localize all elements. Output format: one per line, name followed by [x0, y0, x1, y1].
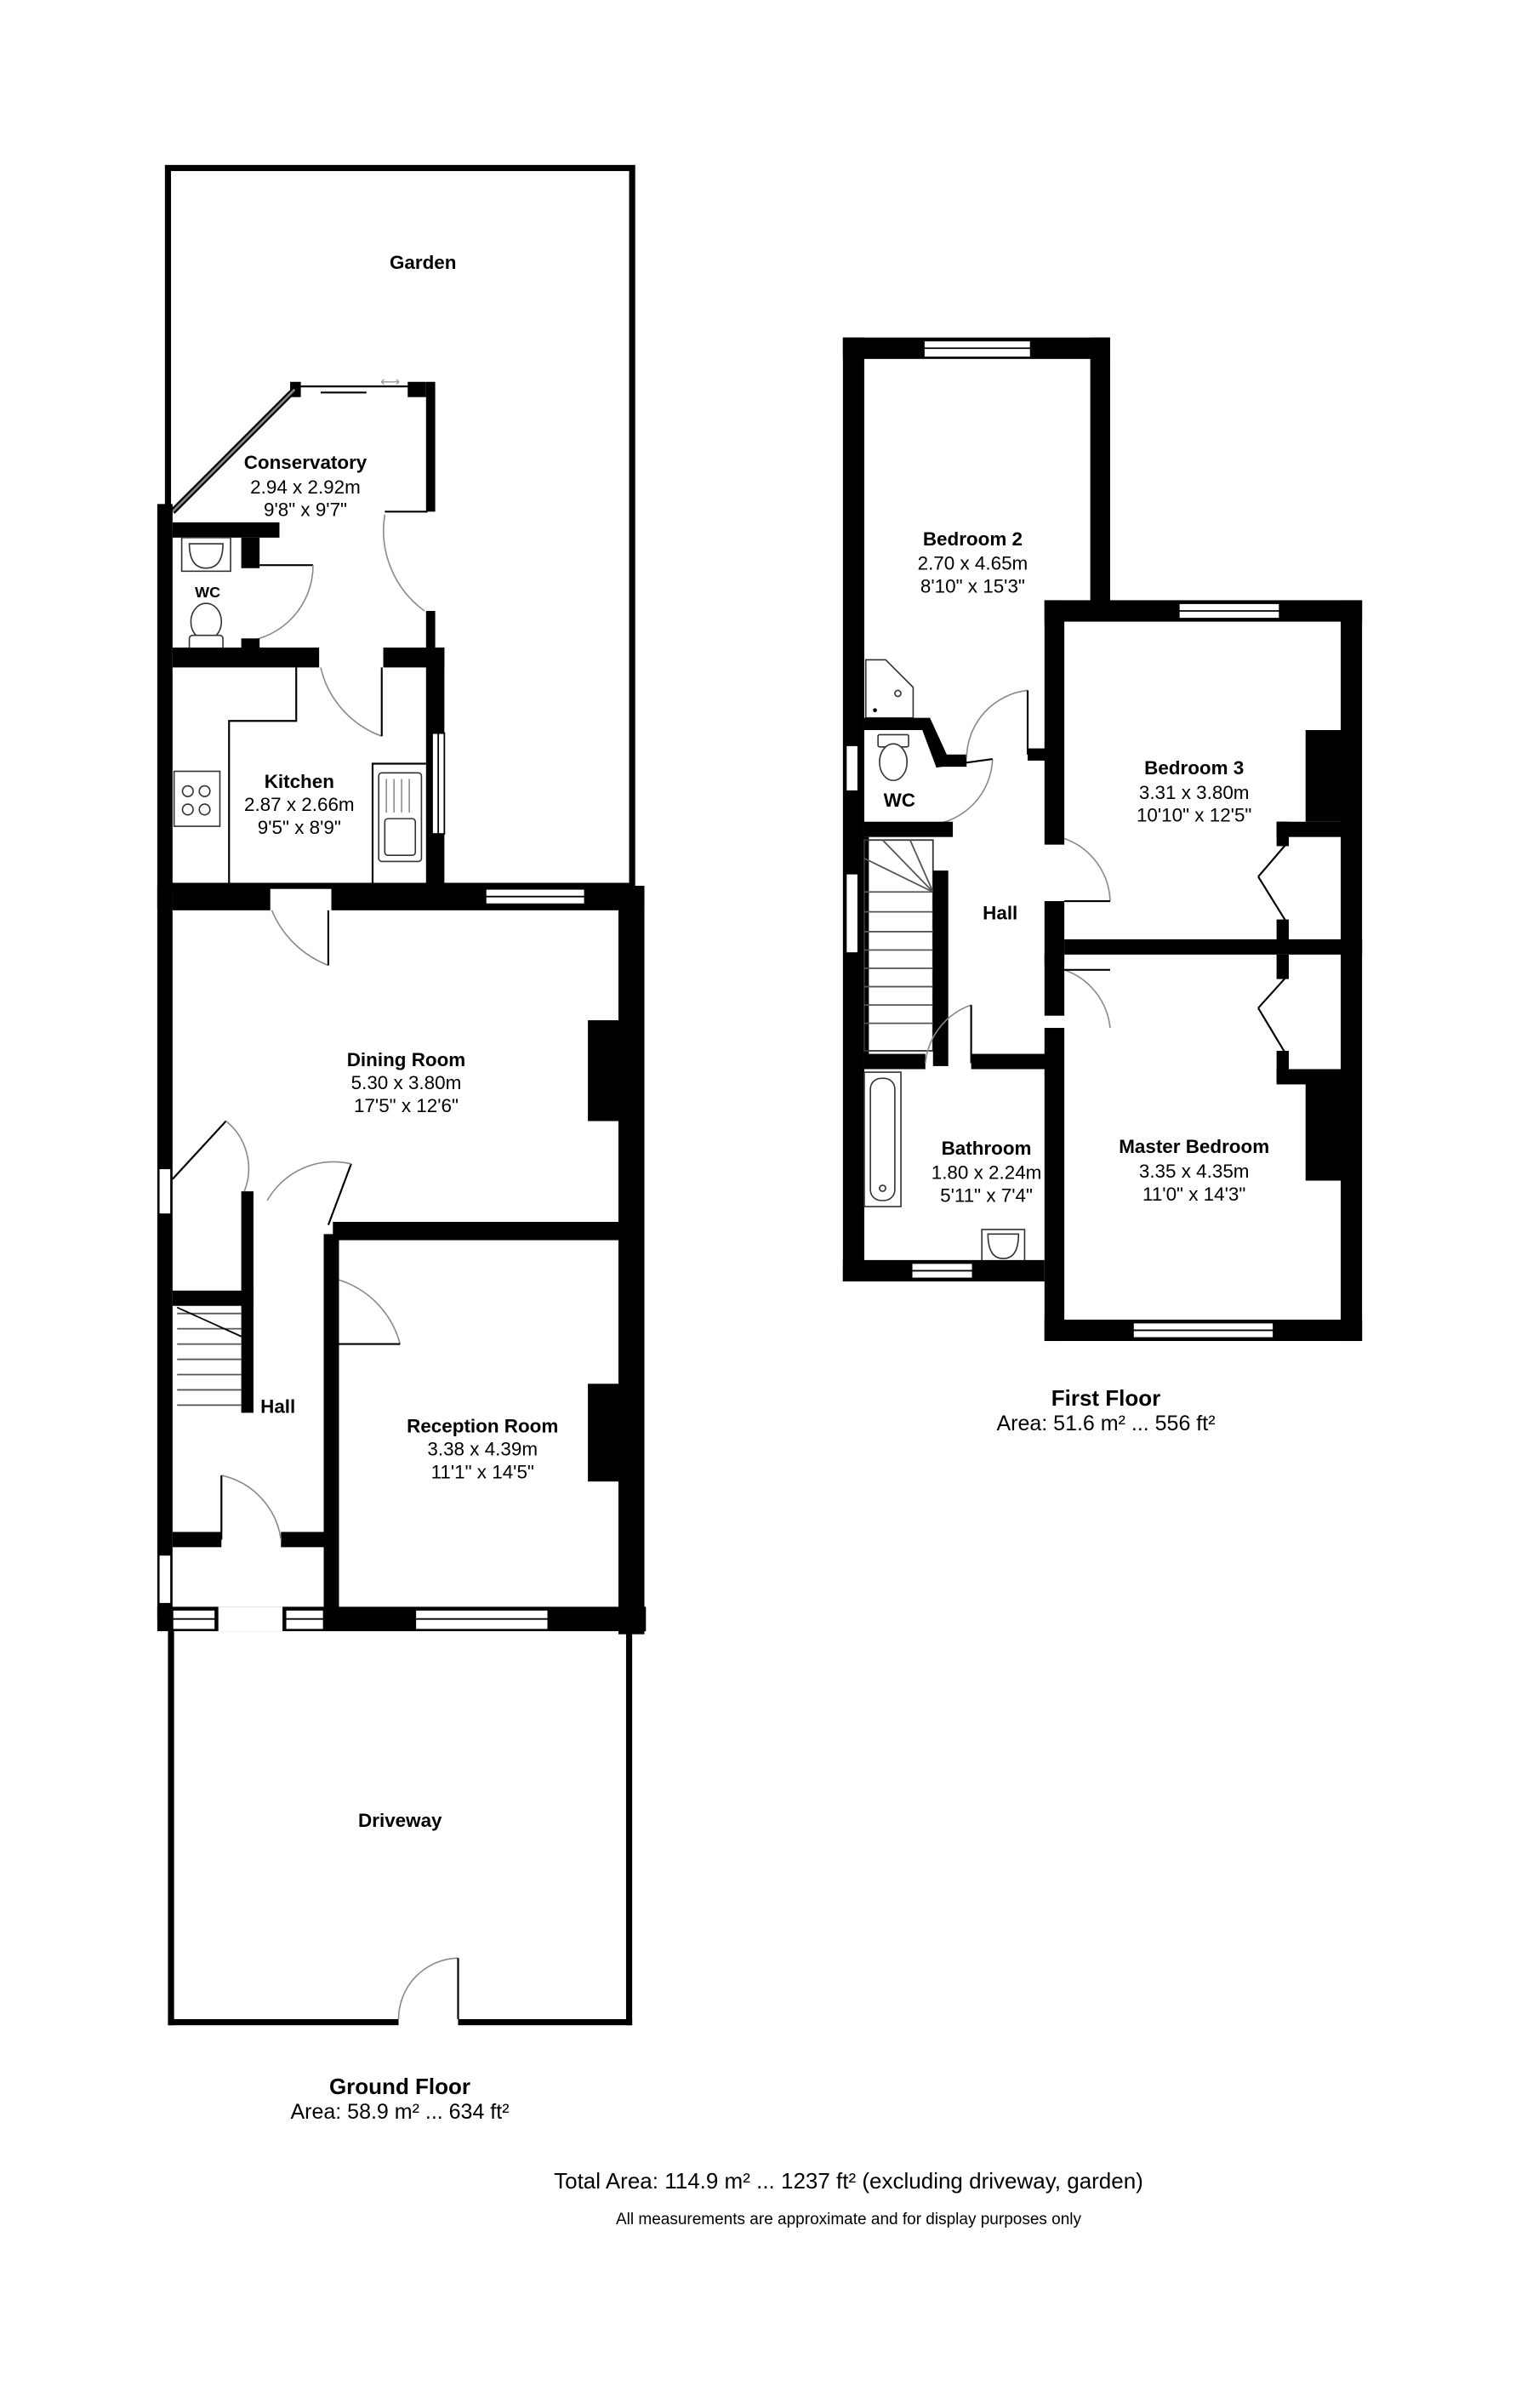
sliding-door-icon: ⟷ [380, 374, 400, 390]
bathroom-metric: 1.80 x 2.24m [932, 1162, 1042, 1184]
master-bedroom-metric: 3.35 x 4.35m [1139, 1161, 1250, 1182]
ff-wc-label: WC [884, 790, 915, 811]
ground-floor-caption: Ground Floor Area: 58.9 m² ... 634 ft² [264, 2074, 536, 2125]
first-floor-title: First Floor [1051, 1385, 1161, 1411]
conservatory-imperial: 9'8" x 9'7" [264, 499, 347, 521]
bedroom3-metric: 3.31 x 3.80m [1139, 782, 1250, 803]
conservatory-metric: 2.94 x 2.92m [250, 476, 361, 498]
bathroom-imperial: 5'11" x 7'4" [940, 1185, 1033, 1207]
reception-room-metric: 3.38 x 4.39m [427, 1439, 538, 1460]
bedroom3-label: Bedroom 3 [1144, 757, 1244, 779]
bedroom2-metric: 2.70 x 4.65m [918, 553, 1028, 574]
ff-staircase [863, 839, 934, 1052]
bedroom2-label: Bedroom 2 [923, 528, 1023, 550]
master-bedroom-label: Master Bedroom [1119, 1136, 1269, 1157]
bedroom2-imperial: 8'10" x 15'3" [920, 575, 1025, 596]
ground-floor-title: Ground Floor [328, 2074, 471, 2099]
conservatory-label: Conservatory [244, 452, 368, 473]
kitchen-metric: 2.87 x 2.66m [244, 794, 355, 815]
ground-floor-plan: ⟷ WC [157, 164, 647, 2026]
dining-room-metric: 5.30 x 3.80m [351, 1072, 462, 1093]
bathroom-label: Bathroom [942, 1138, 1032, 1159]
driveway-label: Driveway [358, 1810, 442, 1831]
first-floor-caption: First Floor Area: 51.6 m² ... 556 ft² [961, 1385, 1251, 1436]
dining-room-label: Dining Room [347, 1049, 465, 1070]
ground-floor-area: Area: 58.9 m² ... 634 ft² [290, 2100, 510, 2124]
staircase [176, 1306, 242, 1407]
dining-room-imperial: 17'5" x 12'6" [354, 1095, 459, 1116]
reception-room-imperial: 11'1" x 14'5" [431, 1462, 534, 1483]
first-floor-area: Area: 51.6 m² ... 556 ft² [996, 1412, 1216, 1435]
master-bedroom-imperial: 11'0" x 14'3" [1142, 1184, 1245, 1205]
first-floor-plan: Bedroom 2 2.70 x 4.65m 8'10" x 15'3" WC … [842, 337, 1363, 1342]
disclaimer: All measurements are approximate and for… [615, 2211, 1082, 2228]
reception-room-label: Reception Room [407, 1416, 558, 1437]
ff-hall-label: Hall [983, 903, 1017, 924]
total-area: Total Area: 114.9 m² ... 1237 ft² (exclu… [554, 2168, 1143, 2194]
garden-label: Garden [390, 252, 457, 273]
gf-hall-label: Hall [260, 1395, 295, 1417]
gf-wc-label: WC [195, 584, 220, 601]
bedroom3-imperial: 10'10" x 12'5" [1137, 805, 1251, 826]
kitchen-label: Kitchen [265, 771, 334, 792]
kitchen-imperial: 9'5" x 8'9" [258, 817, 341, 838]
